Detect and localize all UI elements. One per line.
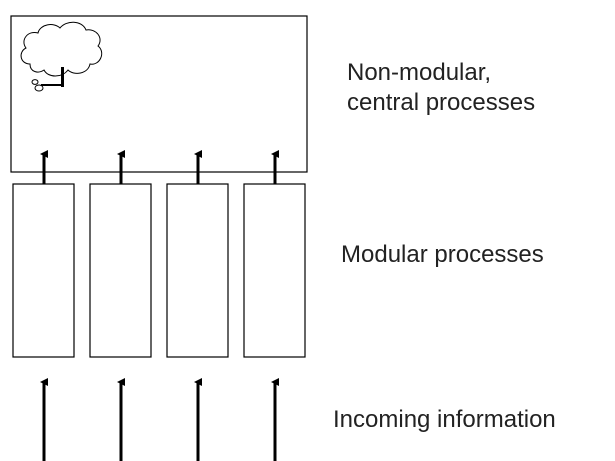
incoming-information-label: Incoming information <box>333 406 556 433</box>
modular-process-label: Modular processes <box>341 241 544 268</box>
module-box-1 <box>12 183 75 358</box>
central-process-label-line-1: Non-modular, <box>347 59 492 86</box>
module-box-4 <box>243 183 306 358</box>
module-box-2 <box>89 183 152 358</box>
central-process-box <box>10 15 308 173</box>
thought-cloud-icon <box>20 21 103 92</box>
central-process-label-line-2: central processes <box>347 89 536 116</box>
module-box-3 <box>166 183 229 358</box>
central-process-label: Non-modular, central processes <box>347 58 535 118</box>
